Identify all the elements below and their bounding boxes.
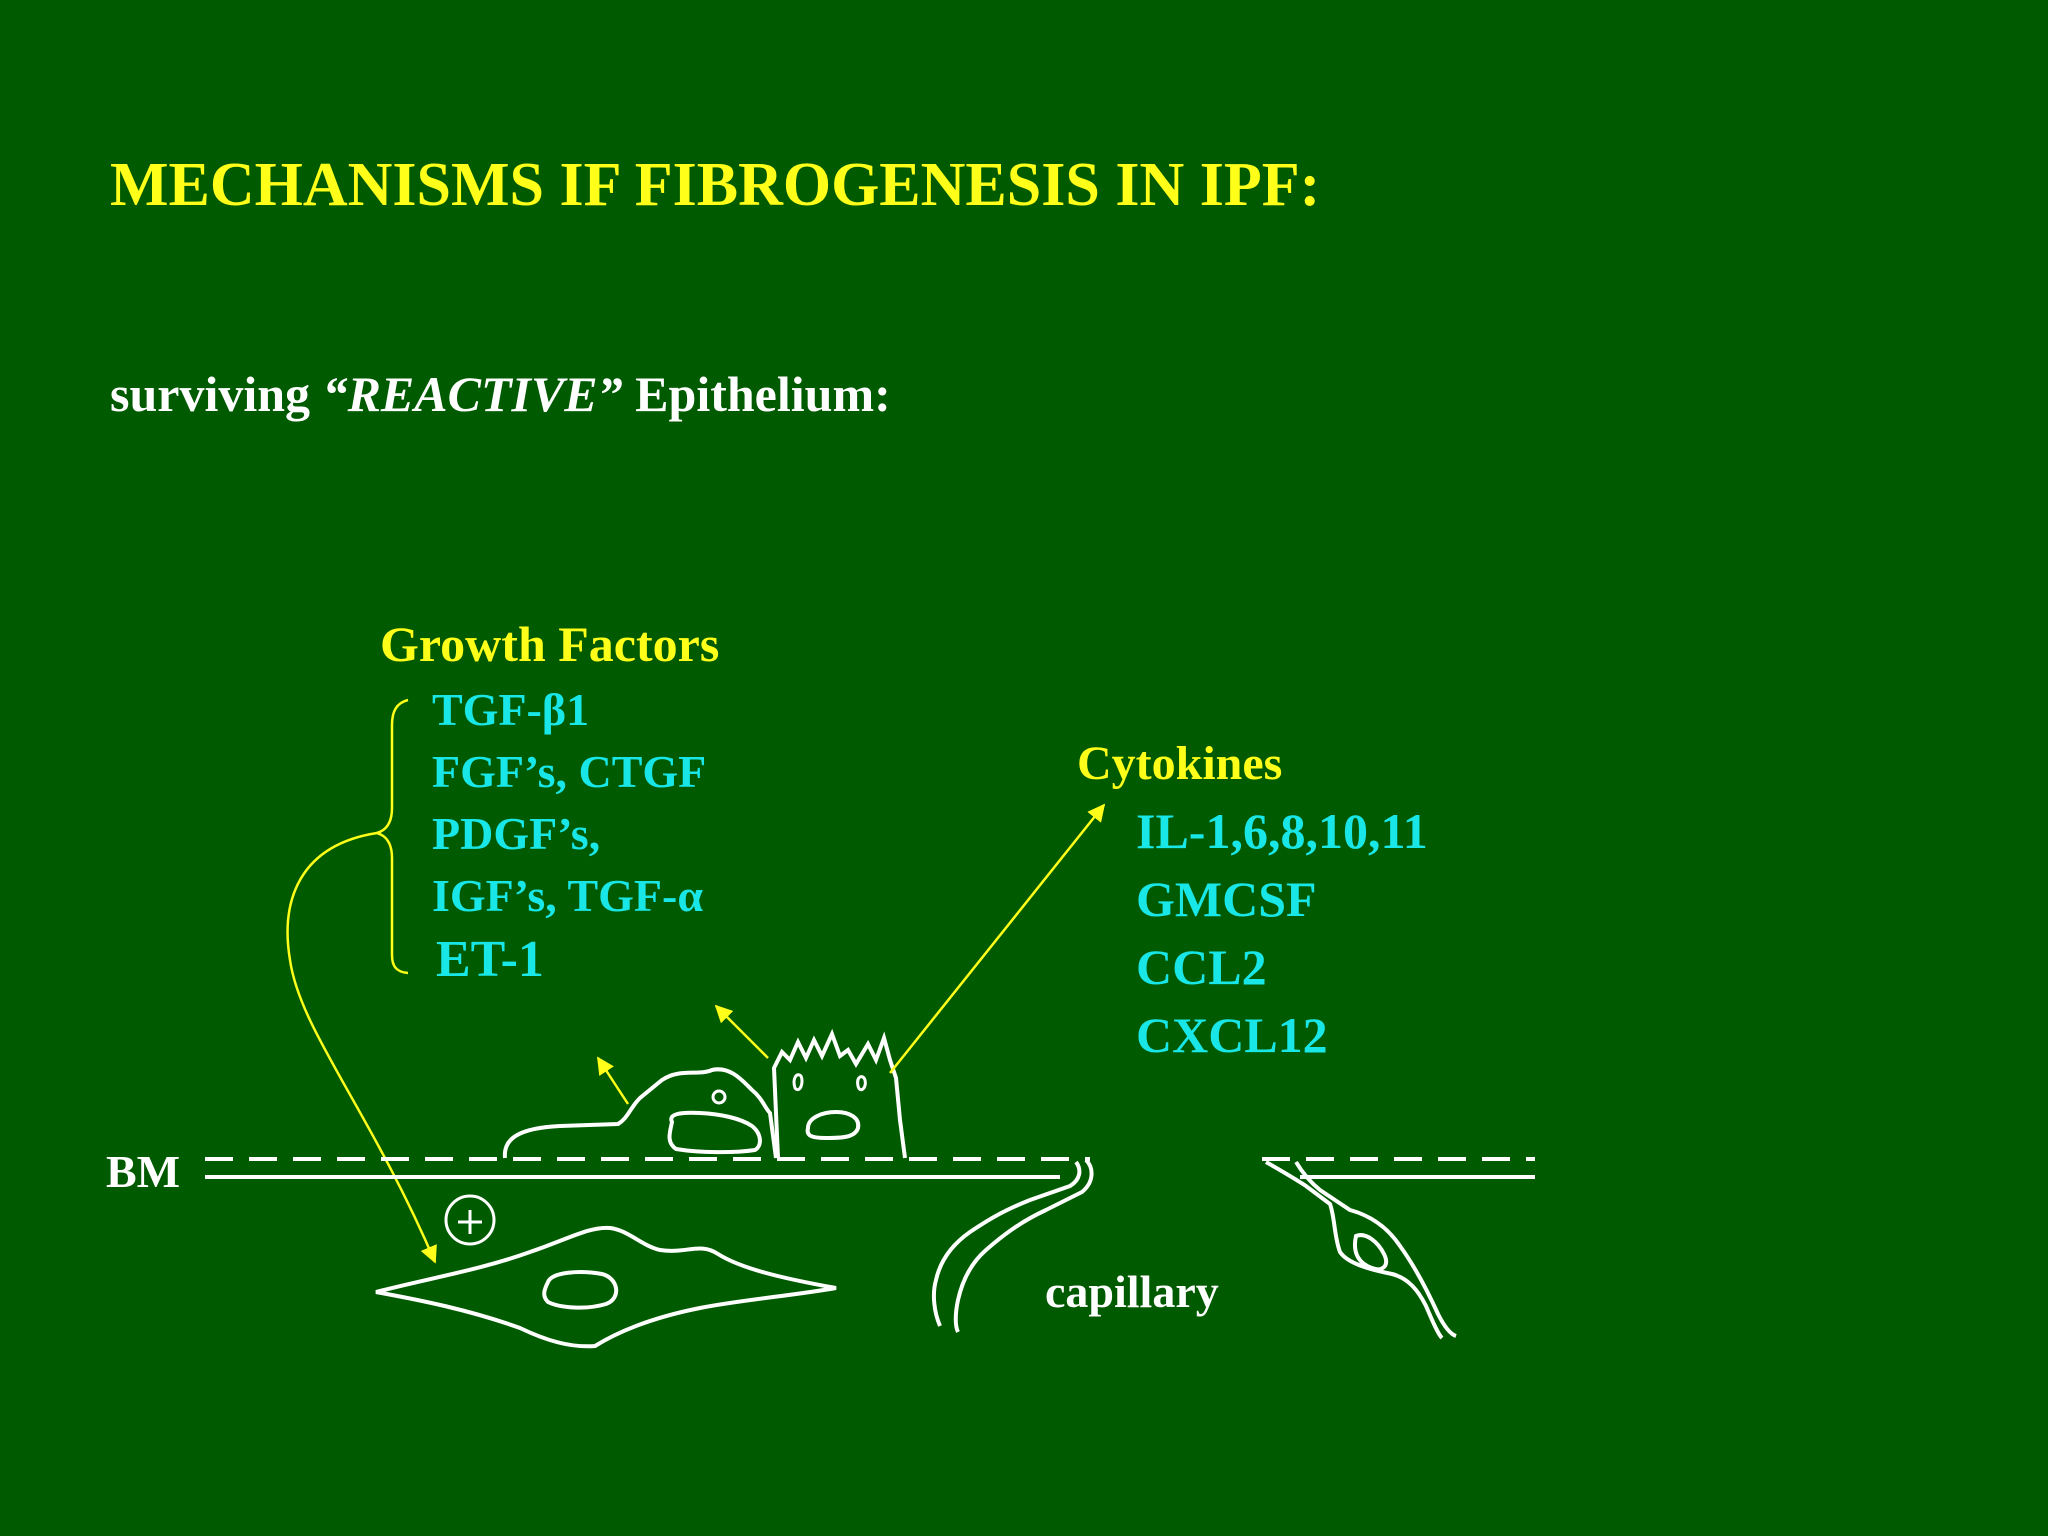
capillary [931, 1158, 1457, 1340]
growth-factors-heading: Growth Factors [380, 616, 720, 672]
epithelial-cell-flat [502, 1067, 778, 1159]
cytokine-item: CXCL12 [1136, 1007, 1328, 1063]
subtitle-emphasis: “REACTIVE” [322, 366, 623, 422]
cytokine-item: GMCSF [1136, 871, 1317, 927]
stimulation-symbol [444, 1194, 496, 1246]
slide-title: MECHANISMS IF FIBROGENESIS IN IPF: [110, 151, 1321, 219]
growth-factor-item: ET-1 [436, 931, 544, 988]
subtitle-suffix: Epithelium: [622, 366, 891, 422]
reactive-cell-nucleus [805, 1109, 861, 1141]
subtitle: surviving “REACTIVE” Epithelium: [110, 365, 891, 423]
cell-nucleus [667, 1110, 762, 1155]
growth-factors-brace [372, 698, 409, 975]
cytokines-heading: Cytokines [1077, 737, 1283, 790]
cytokine-item: IL-1,6,8,10,11 [1136, 803, 1428, 859]
growth-factor-item: FGF’s, CTGF [432, 746, 707, 797]
capillary-label: capillary [1045, 1266, 1219, 1317]
cytokine-item: CCL2 [1136, 939, 1267, 995]
cell-vacuole [792, 1073, 804, 1091]
secretion-arrow [596, 1056, 630, 1105]
fibroblast-nucleus [542, 1270, 618, 1310]
basement-membrane [205, 1157, 1535, 1179]
growth-factor-arrow [286, 831, 437, 1264]
secretion-arrow [714, 1004, 769, 1059]
growth-factor-item: PDGF’s, [432, 808, 601, 859]
fibroblast-cell [375, 1225, 837, 1349]
growth-factor-item: IGF’s, TGF-α [432, 870, 704, 921]
growth-factor-item: TGF-β1 [432, 684, 590, 735]
cytokine-arrow [889, 803, 1106, 1074]
basement-membrane-label: BM [106, 1146, 181, 1197]
subtitle-prefix: surviving [110, 366, 323, 422]
cell-vacuole [711, 1089, 727, 1105]
reactive-epithelial-cell [771, 1028, 907, 1159]
cell-vacuole [856, 1075, 867, 1092]
